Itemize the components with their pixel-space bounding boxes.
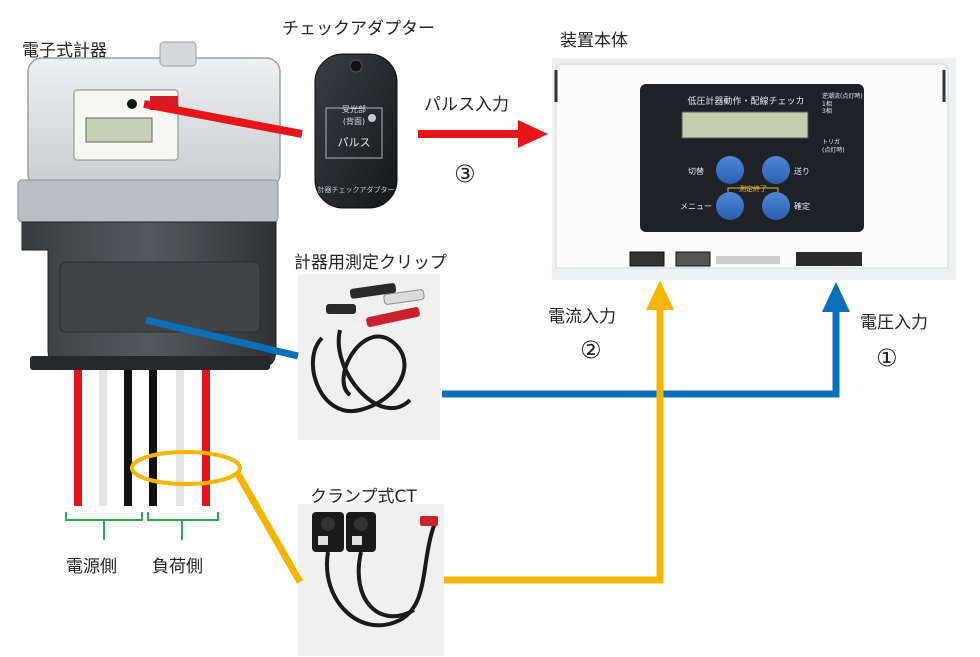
- load-side-label: 負荷側: [152, 557, 203, 577]
- device-button-switch: [716, 156, 744, 184]
- pulse-line-meter: [143, 100, 303, 138]
- device-side-note-trigger2: (点灯時): [822, 146, 845, 154]
- adapter-text-bottom: 計器チェックアダプター: [318, 185, 395, 194]
- current-line: [130, 280, 674, 584]
- device-main-unit: 低圧計器動作・配線チェッカ 逆潮流(点灯時) 1相 3相 トリガ (点灯時) 切…: [552, 58, 956, 280]
- current-input-label: 電流入力: [548, 307, 616, 327]
- voltage-line: [145, 282, 850, 398]
- adapter-text-2: (背面): [343, 116, 365, 126]
- device-panel-title: 低圧計器動作・配線チェッカ: [687, 95, 804, 107]
- device-button-confirm: [762, 192, 790, 220]
- device-label: 装置本体: [560, 31, 628, 51]
- pulse-input-label: パルス入力: [424, 95, 509, 115]
- device-button-next: [762, 156, 790, 184]
- btn-menu-label: メニュー: [680, 202, 712, 211]
- supply-side-label: 電源側: [66, 557, 117, 577]
- supply-load-brackets: [65, 512, 219, 540]
- voltage-input-label: 電圧入力: [860, 313, 928, 333]
- btn-confirm-label: 確定: [794, 201, 810, 211]
- current-number: ②: [580, 336, 602, 364]
- check-adapter: 受光部 (背面) パルス 計器チェックアダプター: [314, 53, 398, 209]
- pulse-arrow: [418, 120, 548, 148]
- pulse-number: ③: [454, 160, 476, 188]
- adapter-label: チェックアダプター: [282, 19, 435, 39]
- btn-switch-label: 切替: [688, 166, 704, 176]
- clamp-label: クランプ式CT: [310, 487, 417, 507]
- device-button-menu: [716, 192, 744, 220]
- clip-label: 計器用測定クリップ: [294, 253, 447, 273]
- meter-label: 電子式計器: [22, 41, 107, 61]
- adapter-text-3: パルス: [338, 136, 371, 149]
- voltage-number: ①: [876, 344, 898, 372]
- btn-next-label: 送り: [794, 166, 810, 176]
- device-side-note-3: 3相: [822, 107, 832, 115]
- adapter-text-1: 受光部: [342, 104, 366, 114]
- device-side-note-trigger: トリガ: [822, 138, 840, 146]
- device-side-note-top: 逆潮流(点灯時): [822, 92, 863, 100]
- clamp-ct: [298, 504, 444, 656]
- meter-wires: [74, 370, 210, 506]
- end-measure-label: 測定終了: [739, 184, 767, 193]
- device-side-note-1: 1相: [822, 100, 832, 108]
- measurement-clip: [298, 274, 440, 440]
- electronic-meter: [17, 41, 281, 370]
